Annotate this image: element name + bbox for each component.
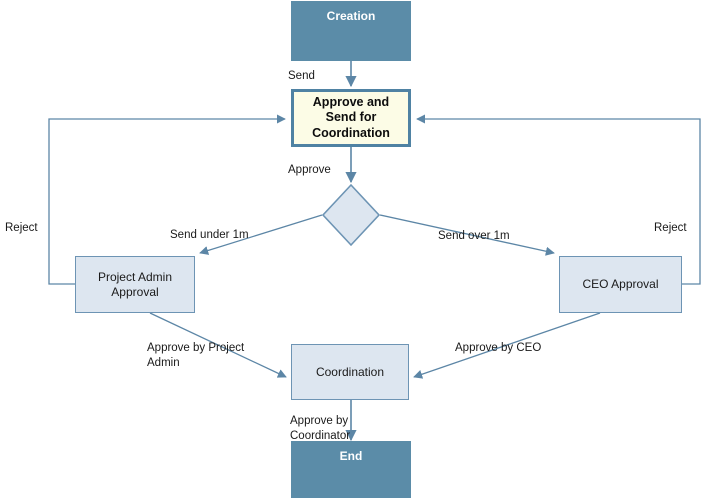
edge-reject-left-loop [48, 114, 286, 285]
node-creation-label: Creation [326, 9, 376, 23]
edge-label-approve-by-ceo: Approve by CEO [455, 342, 542, 354]
node-end[interactable]: End [291, 441, 411, 498]
edge-label-reject-left: Reject [5, 222, 38, 234]
edge-ceo-to-coordination [413, 312, 601, 379]
node-project-admin-approval[interactable]: Project Admin Approval [75, 256, 195, 313]
edge-label-reject-right: Reject [654, 222, 687, 234]
node-coordination-label: Coordination [315, 364, 385, 379]
node-creation[interactable]: Creation [291, 1, 411, 61]
edge-label-approve-by-project-admin: Approve by Project Admin [147, 342, 245, 369]
edge-label-approve-by-coordinator: Approve by Coordinator [290, 415, 351, 442]
node-project-admin-approval-label: Project Admin Approval [97, 269, 173, 299]
edge-decision-to-ceo [379, 214, 555, 256]
node-end-label: End [339, 449, 363, 463]
decision-diamond [321, 183, 381, 247]
edge-label-send-under-1m: Send under 1m [170, 229, 249, 241]
node-approve-and-send[interactable]: Approve and Send for Coordination [291, 89, 411, 147]
edge-decision-to-project-admin [199, 214, 323, 255]
edge-label-send-over-1m: Send over 1m [438, 230, 510, 242]
node-ceo-approval[interactable]: CEO Approval [559, 256, 682, 313]
edge-label-approve: Approve [288, 164, 331, 176]
edge-reject-right-loop [416, 114, 701, 285]
edge-project-admin-to-coordination [149, 312, 287, 378]
node-approve-and-send-label: Approve and Send for Coordination [312, 94, 390, 140]
node-ceo-approval-label: CEO Approval [582, 277, 659, 291]
edge-label-send: Send [288, 70, 315, 82]
node-coordination[interactable]: Coordination [291, 344, 409, 400]
